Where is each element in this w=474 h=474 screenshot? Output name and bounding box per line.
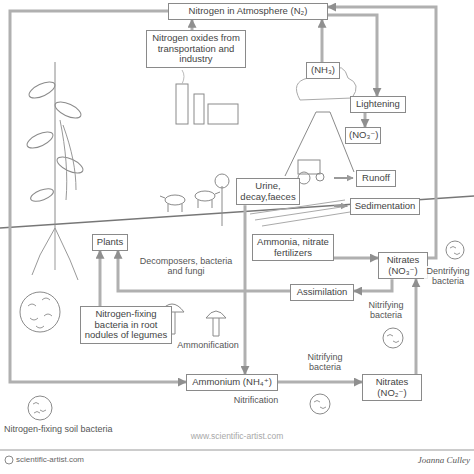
box-text: Assimilation bbox=[294, 287, 350, 298]
process-label: Decomposers, bacteria and fungi bbox=[134, 256, 238, 277]
box-text: Plants bbox=[96, 237, 124, 248]
process-box: Lightening bbox=[350, 96, 406, 113]
watermark: www.scientific-artist.com bbox=[172, 432, 302, 442]
box-text: Runoff bbox=[360, 173, 392, 184]
process-box: Sedimentation bbox=[350, 198, 420, 215]
process-box: Runoff bbox=[356, 170, 396, 187]
process-box: Nitrogen in Atmosphere (N₂) bbox=[168, 3, 328, 20]
flow-arrow bbox=[364, 113, 367, 127]
flow-arrow bbox=[354, 279, 392, 291]
box-text: Sedimentation bbox=[354, 201, 416, 212]
artist-signature: Joanna Culley bbox=[396, 455, 470, 465]
flow-arrow bbox=[334, 257, 378, 260]
box-text: Ammonia, nitrate fertilizers bbox=[256, 237, 330, 258]
process-label: Nitrification bbox=[226, 395, 286, 405]
process-box: Ammonium (NH₄⁺) bbox=[186, 374, 278, 391]
process-box: Assimilation bbox=[290, 284, 354, 301]
flow-arrow bbox=[328, 7, 436, 258]
box-text: Nitrogen-fixing bacteria in root nodules… bbox=[84, 309, 168, 341]
process-box: (NH₃) bbox=[306, 62, 340, 79]
process-box: Nitrogen oxides from transportation and … bbox=[146, 30, 246, 68]
flow-arrow bbox=[99, 251, 102, 306]
box-text: Ammonium (NH₄⁺) bbox=[190, 377, 274, 388]
box-text: (NO₃⁻) bbox=[349, 130, 377, 141]
process-label: Dentrifying bacteria bbox=[424, 266, 472, 287]
flow-arrow bbox=[321, 20, 324, 62]
process-box: Urine, decay,faeces bbox=[236, 178, 300, 205]
process-box: Nitrates (NO₂⁻) bbox=[362, 374, 422, 401]
process-box: Ammonia, nitrate fertilizers bbox=[252, 234, 334, 261]
website-credit: scientific-artist.com bbox=[16, 455, 126, 464]
process-label: Ammonification bbox=[174, 340, 242, 350]
box-text: Nitrogen oxides from transportation and … bbox=[150, 33, 242, 65]
process-label: Nitrifying bacteria bbox=[294, 352, 356, 373]
box-text: Nitrates (NO₃⁻) bbox=[382, 255, 424, 276]
box-text: Nitrates (NO₂⁻) bbox=[366, 377, 418, 398]
box-text: Nitrogen in Atmosphere (N₂) bbox=[172, 6, 324, 17]
process-label: Nitrogen-fixing soil bacteria bbox=[4, 424, 144, 434]
process-label: Nitrifying bacteria bbox=[360, 300, 412, 321]
box-text: Lightening bbox=[354, 99, 402, 110]
flow-arrow bbox=[191, 20, 194, 30]
process-box: Plants bbox=[92, 234, 128, 251]
flow-arrow bbox=[278, 381, 362, 384]
flow-arrow bbox=[415, 279, 418, 374]
process-box: Nitrates (NO₃⁻) bbox=[378, 252, 428, 279]
flow-arrow bbox=[328, 15, 377, 96]
process-box: Nitrogen-fixing bacteria in root nodules… bbox=[80, 306, 172, 344]
process-box: (NO₃⁻) bbox=[345, 127, 381, 144]
box-text: (NH₃) bbox=[310, 65, 336, 76]
box-text: Urine, decay,faeces bbox=[240, 181, 296, 202]
